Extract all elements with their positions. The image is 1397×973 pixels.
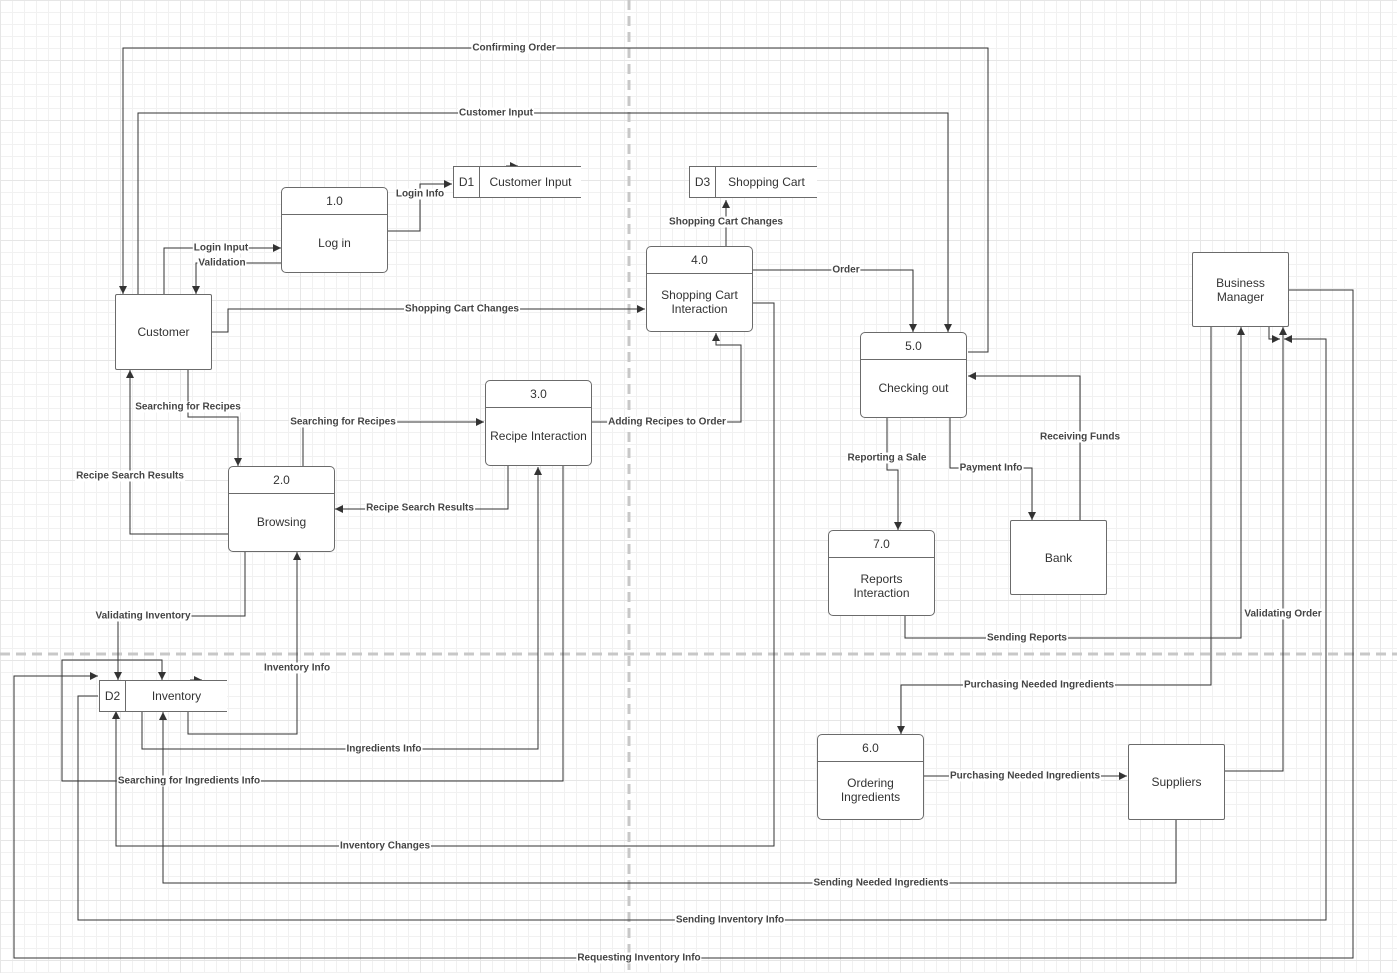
process-reports-name: Reports Interaction	[853, 572, 910, 600]
process-recipe-name: Recipe Interaction	[490, 429, 587, 443]
flow-requesting-inventory-info	[13, 289, 1354, 959]
label-login-info: Login Info	[394, 188, 446, 200]
label-validating-inventory: Validating Inventory	[94, 610, 192, 622]
flow-ingredients-info	[141, 467, 542, 750]
label-purchasing-needed-ingredients-manager: Purchasing Needed Ingredients	[962, 679, 1116, 691]
process-login-id: 1.0	[282, 188, 387, 215]
process-checking-out[interactable]: 5.0 Checking out	[860, 332, 967, 418]
process-ordering-ingredients[interactable]: 6.0 Ordering Ingredients	[817, 734, 924, 820]
datastore-d2-name: Inventory	[151, 689, 202, 703]
label-ingredients-info: Ingredients Info	[345, 743, 423, 755]
process-recipe-interaction[interactable]: 3.0 Recipe Interaction	[485, 380, 592, 466]
label-inventory-changes: Inventory Changes	[338, 840, 432, 852]
flow-recipe-search-results-customer	[126, 370, 228, 535]
flow-sending-reports	[904, 327, 1245, 639]
process-cart-id: 4.0	[647, 247, 752, 274]
label-reporting-a-sale: Reporting a Sale	[846, 452, 928, 464]
flow-receiving-funds	[968, 372, 1081, 520]
label-validation: Validation	[197, 257, 247, 269]
flow-inventory-info	[187, 552, 301, 735]
entity-suppliers-label: Suppliers	[1151, 775, 1202, 789]
process-checkout-name: Checking out	[878, 381, 949, 395]
label-receiving-funds: Receiving Funds	[1038, 431, 1122, 443]
datastore-d1-name: Customer Input	[489, 175, 572, 189]
label-sending-needed-ingredients: Sending Needed Ingredients	[812, 877, 950, 889]
label-payment-info: Payment Info	[958, 462, 1024, 474]
label-shopping-cart-changes-store: Shopping Cart Changes	[668, 216, 784, 228]
entity-suppliers[interactable]: Suppliers	[1128, 744, 1225, 820]
datastore-d3[interactable]: D3 Shopping Cart	[689, 166, 817, 198]
process-ordering-id: 6.0	[818, 735, 923, 762]
flow-adding-recipes-to-order	[592, 333, 742, 423]
entity-business-manager[interactable]: Business Manager	[1192, 252, 1289, 327]
label-sending-reports: Sending Reports	[985, 632, 1069, 644]
process-reports-id: 7.0	[829, 531, 934, 558]
label-login-input: Login Input	[192, 242, 250, 254]
datastore-d1[interactable]: D1 Customer Input	[453, 166, 581, 198]
label-searching-for-ingredients-info: Searching for Ingredients Info	[116, 775, 262, 787]
label-recipe-search-results-browsing: Recipe Search Results	[365, 502, 475, 514]
flow-searching-for-recipes-customer	[187, 370, 242, 466]
flow-manager-branch	[1268, 327, 1280, 343]
flow-validation	[192, 262, 281, 294]
process-cart-name: Shopping Cart Interaction	[661, 288, 738, 316]
process-shopping-cart-interaction[interactable]: 4.0 Shopping Cart Interaction	[646, 246, 753, 332]
process-browsing[interactable]: 2.0 Browsing	[228, 466, 335, 552]
entity-bank[interactable]: Bank	[1010, 520, 1107, 595]
process-reports-interaction[interactable]: 7.0 Reports Interaction	[828, 530, 935, 616]
flow-reporting-a-sale	[886, 418, 902, 530]
process-browsing-id: 2.0	[229, 467, 334, 494]
datastore-d1-id: D1	[454, 167, 480, 197]
process-recipe-id: 3.0	[486, 381, 591, 408]
label-requesting-inventory-info: Requesting Inventory Info	[576, 952, 702, 964]
label-searching-for-recipes-customer: Searching for Recipes	[134, 401, 242, 413]
entity-bank-label: Bank	[1044, 550, 1073, 565]
flow-searching-for-ingredients-info	[61, 466, 564, 782]
process-checkout-id: 5.0	[861, 333, 966, 360]
entity-customer-label: Customer	[137, 325, 190, 339]
flow-sending-needed-ingredients	[159, 712, 1177, 884]
label-searching-for-recipes-browsing: Searching for Recipes	[289, 416, 397, 428]
flow-inventory-changes	[112, 302, 775, 847]
label-customer-input: Customer Input	[458, 107, 534, 119]
datastore-d3-name: Shopping Cart	[728, 175, 805, 189]
label-purchasing-needed-ingredients-suppliers: Purchasing Needed Ingredients	[948, 770, 1102, 782]
label-validating-order: Validating Order	[1243, 608, 1323, 620]
flow-validating-order	[1225, 327, 1287, 772]
flow-confirming-order	[119, 47, 989, 353]
process-login-name: Log in	[318, 236, 351, 250]
flow-d2-loop	[61, 659, 166, 680]
flow-searching-for-recipes-browsing	[302, 418, 484, 466]
entity-customer[interactable]: Customer	[115, 294, 212, 370]
datastore-d2[interactable]: D2 Inventory	[99, 680, 227, 712]
entity-business-manager-label: Business Manager	[1216, 275, 1265, 304]
flow-login-input	[163, 244, 281, 294]
flow-order	[753, 269, 917, 332]
flow-login-info	[388, 180, 452, 232]
flow-customer-input	[137, 112, 952, 332]
datastore-d3-id: D3	[690, 167, 716, 197]
label-inventory-info: Inventory Info	[262, 662, 332, 674]
label-recipe-search-results-customer: Recipe Search Results	[75, 470, 185, 482]
label-shopping-cart-changes-customer: Shopping Cart Changes	[404, 303, 520, 315]
process-ordering-name: Ordering Ingredients	[840, 776, 901, 804]
label-adding-recipes-to-order: Adding Recipes to Order	[607, 416, 727, 428]
datastore-d2-id: D2	[100, 681, 126, 711]
process-browsing-name: Browsing	[256, 515, 307, 529]
label-order: Order	[831, 264, 861, 276]
label-sending-inventory-info: Sending Inventory Info	[674, 914, 786, 926]
process-login[interactable]: 1.0 Log in	[281, 187, 388, 273]
label-confirming-order: Confirming Order	[471, 42, 557, 54]
